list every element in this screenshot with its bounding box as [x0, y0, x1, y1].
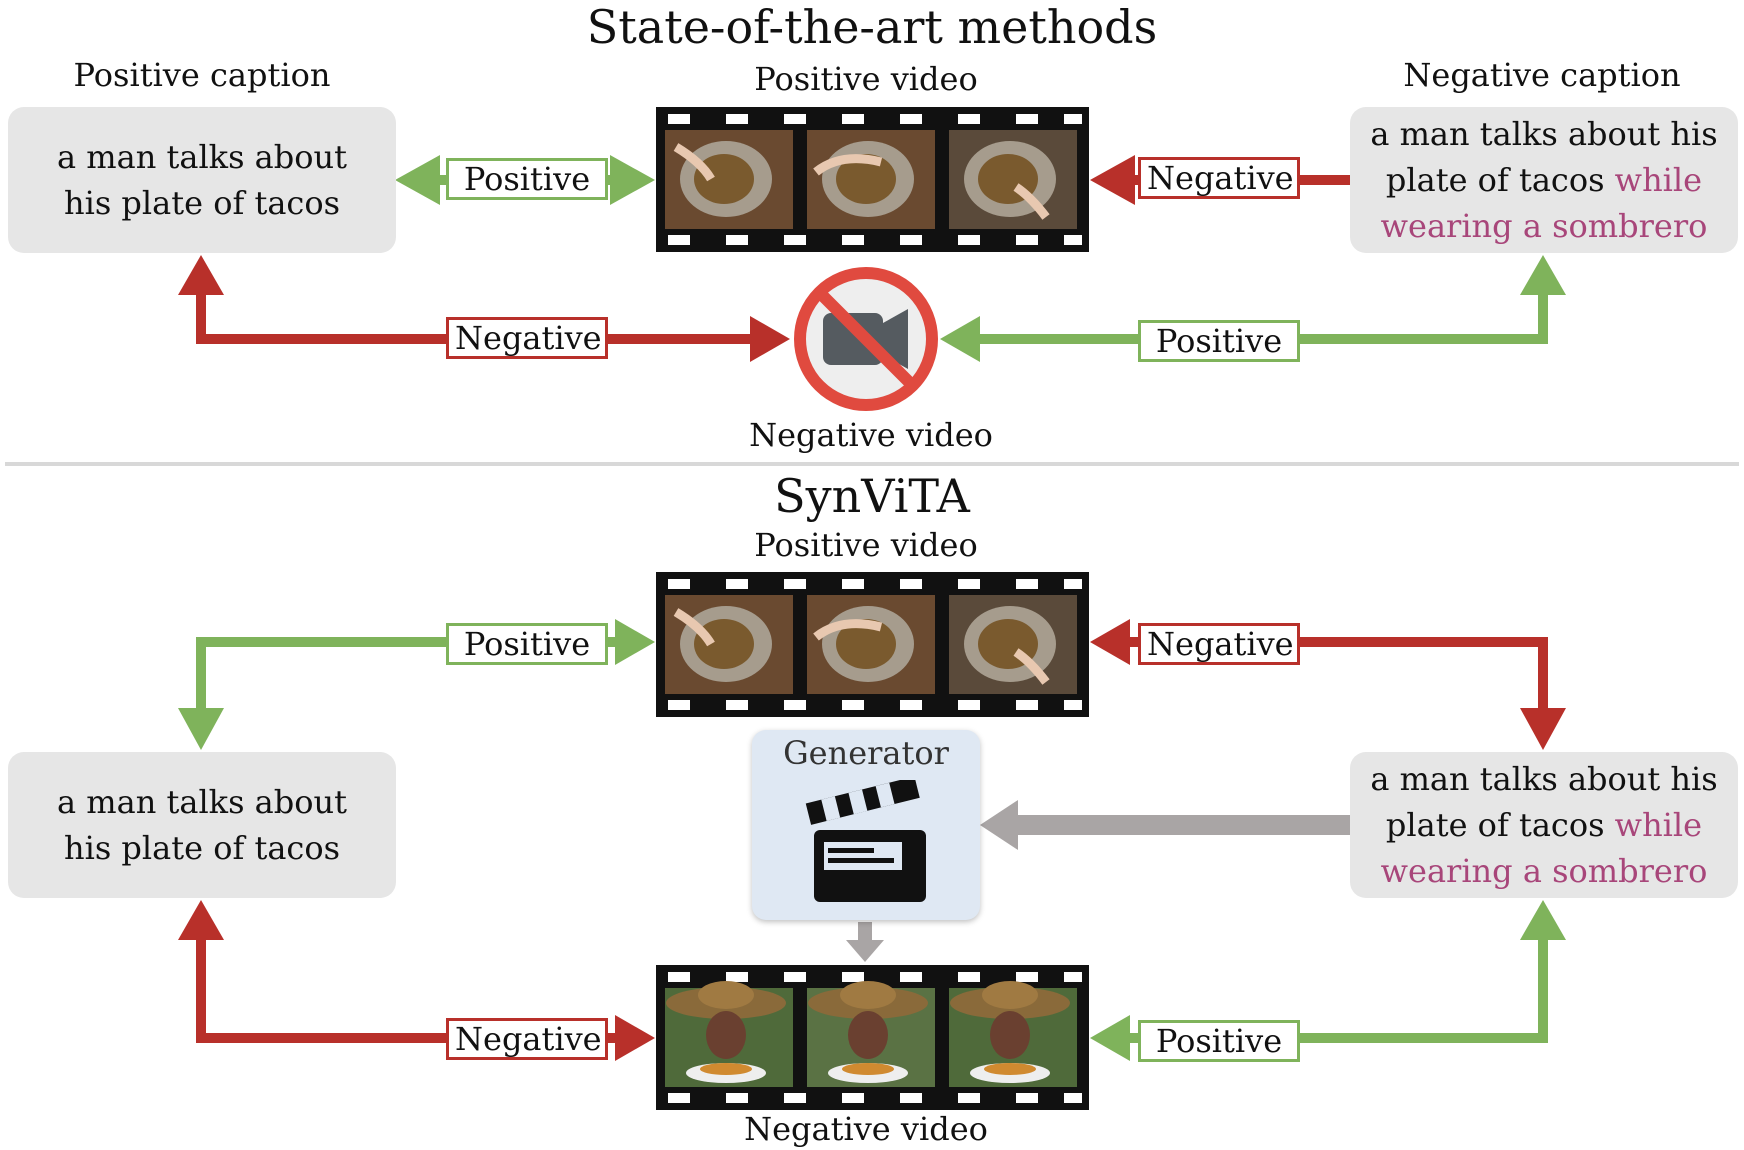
video-frame	[665, 130, 793, 229]
video-frame	[665, 595, 793, 694]
top-negative-video-heading: Negative video	[749, 416, 993, 454]
generator-box: Generator	[752, 730, 980, 920]
caption-line: a man talks about	[57, 783, 347, 821]
positive-caption-heading: Positive caption	[73, 56, 331, 94]
caption-highlight-line: wearing a sombrero	[1380, 207, 1708, 245]
top-positive-tag: Positive	[446, 158, 608, 200]
caption-line: a man talks about his	[1370, 115, 1718, 153]
bottom-negcap-negvid-arrow	[1090, 900, 1566, 1061]
top-positive-video-film-strip	[656, 107, 1089, 252]
bottom-posvid-negcap-arrow	[1090, 619, 1566, 750]
bottom-negative-caption-box: a man talks about his plate of tacos whi…	[1350, 752, 1738, 898]
top-positive-caption-box: a man talks about his plate of tacos	[8, 107, 396, 253]
top-section-title: State-of-the-art methods	[586, 0, 1158, 54]
generator-label: Generator	[783, 734, 949, 772]
bottom-positive-video-film-strip	[656, 572, 1089, 717]
clapperboard-icon	[805, 780, 926, 902]
video-frame	[665, 981, 793, 1087]
caption-line: his plate of tacos	[63, 829, 341, 867]
video-frame	[949, 595, 1077, 694]
bottom-negative-video-film-strip	[656, 965, 1089, 1110]
video-frame	[807, 595, 935, 694]
bottom-generator-negvid-arrow	[846, 922, 884, 962]
video-frame	[807, 130, 935, 229]
section-divider	[5, 462, 1739, 466]
bottom-section-title: SynViTA	[774, 469, 970, 523]
video-frame	[949, 130, 1077, 229]
top-positive-video-heading: Positive video	[754, 60, 978, 98]
caption-highlight: while	[1614, 806, 1703, 844]
video-frame	[949, 981, 1077, 1087]
bottom-poscap-negvid-tag: Negative	[446, 1018, 608, 1060]
top-negcap-negvid-tag: Positive	[1138, 320, 1300, 362]
bottom-posvid-poscap-tag: Positive	[446, 623, 608, 665]
video-frame	[807, 981, 935, 1087]
top-negative-tag: Negative	[1138, 157, 1300, 199]
caption-text: plate of tacos	[1385, 806, 1615, 844]
caption-line: a man talks about his	[1370, 760, 1718, 798]
no-video-icon	[794, 267, 938, 411]
caption-line: his plate of tacos	[63, 184, 341, 222]
caption-line: plate of tacos while	[1386, 157, 1702, 203]
bottom-posvid-negcap-tag: Negative	[1138, 623, 1300, 665]
bottom-negcap-negvid-tag: Positive	[1138, 1020, 1300, 1062]
negative-caption-heading: Negative caption	[1403, 56, 1681, 94]
top-poscap-negvid-tag: Negative	[446, 317, 608, 359]
bottom-positive-caption-box: a man talks about his plate of tacos	[8, 752, 396, 898]
bottom-negcap-generator-arrow	[980, 800, 1350, 850]
bottom-positive-video-heading: Positive video	[754, 526, 978, 564]
top-negative-caption-box: a man talks about his plate of tacos whi…	[1350, 107, 1738, 253]
caption-text: plate of tacos	[1385, 161, 1615, 199]
caption-highlight: while	[1614, 161, 1703, 199]
caption-line: a man talks about	[57, 138, 347, 176]
caption-highlight-line: wearing a sombrero	[1380, 852, 1708, 890]
bottom-posvid-poscap-arrow	[178, 619, 655, 750]
bottom-negative-video-heading: Negative video	[744, 1110, 988, 1148]
caption-line: plate of tacos while	[1386, 802, 1702, 848]
bottom-poscap-negvid-arrow	[178, 900, 655, 1061]
